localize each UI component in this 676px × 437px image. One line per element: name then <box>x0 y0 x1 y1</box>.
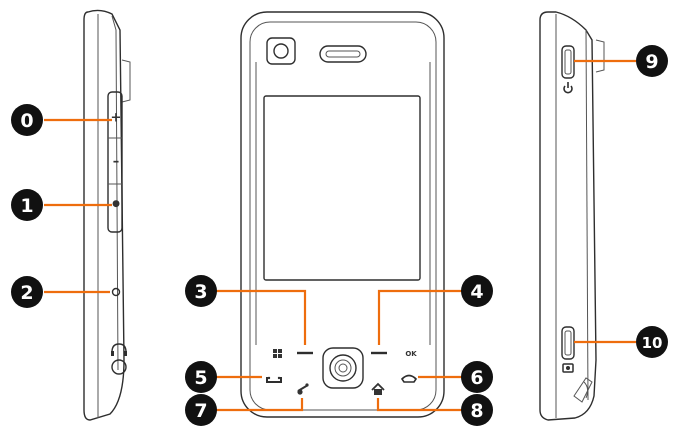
microphone-hole <box>111 287 121 297</box>
callout-4-number: 4 <box>470 281 483 303</box>
callout-3: 3 <box>185 275 217 307</box>
callout-badges: 0 1 2 3 4 5 6 7 <box>11 45 668 426</box>
side-button-strip <box>107 91 123 233</box>
callout-9-number: 9 <box>645 51 658 73</box>
front-view: OK <box>240 11 445 418</box>
left-side-view: + – ● <box>83 9 131 421</box>
headphone-jack-icon <box>111 343 127 356</box>
stylus <box>573 377 593 403</box>
callout-10-number: 10 <box>642 334 663 352</box>
callout-2-number: 2 <box>20 282 33 304</box>
callout-9: 9 <box>636 45 668 77</box>
callout-6-number: 6 <box>470 367 483 389</box>
volume-up-label: + <box>111 111 122 126</box>
headphone-jack <box>111 359 127 375</box>
end-key-icon <box>400 374 418 383</box>
touch-screen <box>263 95 421 281</box>
leader-line-7 <box>216 398 304 412</box>
windows-start-icon <box>273 349 282 358</box>
callout-7-number: 7 <box>194 400 207 422</box>
leader-lines <box>44 59 636 412</box>
navigation-pad <box>322 347 364 389</box>
talk-key-icon <box>266 377 282 383</box>
power-button <box>561 45 575 79</box>
callout-2: 2 <box>11 276 43 308</box>
camera-button <box>561 326 575 360</box>
callout-4: 4 <box>461 275 493 307</box>
ok-key-label: OK <box>405 350 417 358</box>
callout-3-number: 3 <box>194 281 207 303</box>
camera-icon <box>562 363 574 373</box>
callout-0-number: 0 <box>20 110 33 132</box>
record-button-label: ● <box>112 199 120 209</box>
earpiece-speaker <box>319 45 367 63</box>
callout-1-number: 1 <box>20 195 33 217</box>
callout-0: 0 <box>11 104 43 136</box>
device-body <box>240 11 445 418</box>
callout-7: 7 <box>185 394 217 426</box>
home-icon <box>371 382 385 395</box>
callout-10: 10 <box>636 326 668 358</box>
power-icon <box>563 82 573 94</box>
leader-line-4 <box>377 289 462 345</box>
right-side-view <box>539 11 605 421</box>
callout-6: 6 <box>461 361 493 393</box>
front-camera <box>266 37 296 65</box>
callout-8-number: 8 <box>470 400 483 422</box>
callout-5-number: 5 <box>194 367 207 389</box>
leader-line-8 <box>376 398 462 412</box>
internet-explorer-icon <box>297 383 309 395</box>
leader-line-3 <box>216 289 307 345</box>
callout-5: 5 <box>185 361 217 393</box>
volume-down-label: – <box>113 155 120 170</box>
callout-1: 1 <box>11 189 43 221</box>
callout-8: 8 <box>461 394 493 426</box>
